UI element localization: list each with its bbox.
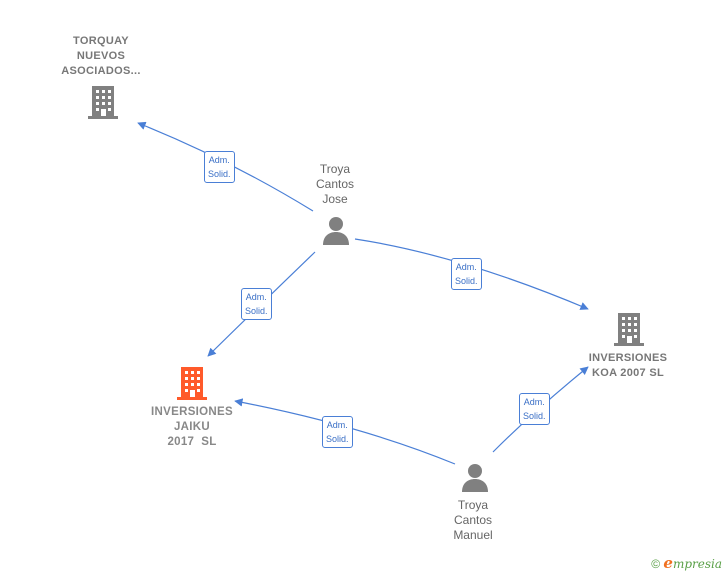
person-node-manuel[interactable]: Troya Cantos Manuel: [434, 498, 512, 543]
person-icon: [462, 464, 488, 492]
company-name-line: 2017 SL: [167, 436, 217, 448]
edge-label-line: Adm.: [245, 292, 267, 302]
edge-label-jose-koa[interactable]: Adm. Solid.: [451, 258, 482, 290]
brand-logo: empresia: [663, 554, 722, 572]
edge-label-jose-torquay[interactable]: Adm. Solid.: [204, 151, 235, 183]
edge-label-line: Solid.: [523, 411, 546, 421]
edge-label-line: Adm.: [523, 397, 545, 407]
person-name-line: Troya: [319, 162, 351, 176]
company-node-jaiku[interactable]: INVERSIONES JAIKU 2017 SL: [131, 405, 253, 450]
edge-label-line: Solid.: [208, 169, 231, 179]
person-name-line: Cantos: [315, 177, 355, 191]
person-node-jose[interactable]: Troya Cantos Jose: [296, 162, 374, 207]
person-name-line: Jose: [322, 192, 348, 206]
person-name-line: Troya: [457, 498, 489, 512]
edge-label-line: Solid.: [455, 276, 478, 286]
building-icon: [614, 313, 644, 346]
empresia-watermark: © empresia: [651, 554, 722, 572]
edge-label-manuel-jaiku[interactable]: Adm. Solid.: [322, 416, 353, 448]
person-name-line: Manuel: [453, 528, 493, 542]
person-name-line: Cantos: [453, 513, 493, 527]
edge-label-line: Adm.: [208, 155, 230, 165]
person-icon: [323, 217, 349, 245]
building-icon: [177, 367, 207, 400]
edge-label-line: Adm.: [455, 262, 477, 272]
brand-e: e: [663, 554, 673, 572]
edge-label-line: Solid.: [245, 306, 268, 316]
edge-label-line: Adm.: [326, 420, 348, 430]
company-name-line: TORQUAY: [73, 35, 129, 47]
brand-rest: mpresia: [672, 557, 722, 571]
company-node-koa[interactable]: INVERSIONES KOA 2007 SL: [570, 351, 686, 381]
edge-label-manuel-koa[interactable]: Adm. Solid.: [519, 393, 550, 425]
edge-label-line: Solid.: [326, 434, 349, 444]
company-node-torquay[interactable]: TORQUAY NUEVOS ASOCIADOS...: [40, 34, 162, 79]
copyright-symbol: ©: [651, 557, 661, 571]
company-name-line: INVERSIONES: [151, 406, 233, 418]
company-name-line: ASOCIADOS...: [61, 65, 141, 77]
company-name-line: JAIKU: [173, 421, 210, 433]
company-name-line: NUEVOS: [76, 50, 126, 62]
company-name-line: KOA 2007 SL: [592, 367, 664, 379]
edge-label-jose-jaiku[interactable]: Adm. Solid.: [241, 288, 272, 320]
building-icon: [88, 86, 118, 119]
company-name-line: INVERSIONES: [588, 352, 668, 364]
